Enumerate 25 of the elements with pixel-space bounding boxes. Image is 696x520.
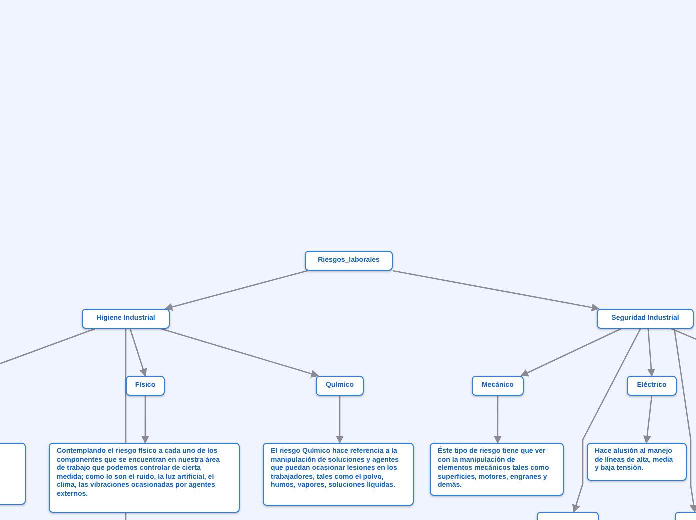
arrow	[520, 328, 622, 377]
arrow	[647, 328, 656, 377]
arrow	[130, 328, 148, 377]
arrow	[392, 270, 600, 312]
arrow	[161, 328, 320, 378]
topic-box	[126, 376, 165, 396]
text-box	[430, 443, 564, 496]
topic-box	[472, 376, 524, 396]
text-box	[263, 443, 414, 506]
topic-box	[82, 309, 170, 329]
arrow	[164, 270, 308, 312]
arrow	[336, 396, 344, 444]
text-box	[587, 443, 687, 481]
text-box	[49, 443, 240, 513]
arrow	[494, 396, 502, 444]
connector-line	[671, 328, 696, 342]
arrow	[674, 328, 696, 513]
topic-box	[305, 251, 393, 271]
arrow	[141, 396, 150, 444]
topic-box	[627, 376, 677, 396]
arrow	[643, 396, 653, 444]
connector-line	[0, 328, 96, 365]
topic-box	[597, 309, 694, 329]
topic-box	[316, 376, 364, 396]
arrow	[572, 328, 642, 513]
